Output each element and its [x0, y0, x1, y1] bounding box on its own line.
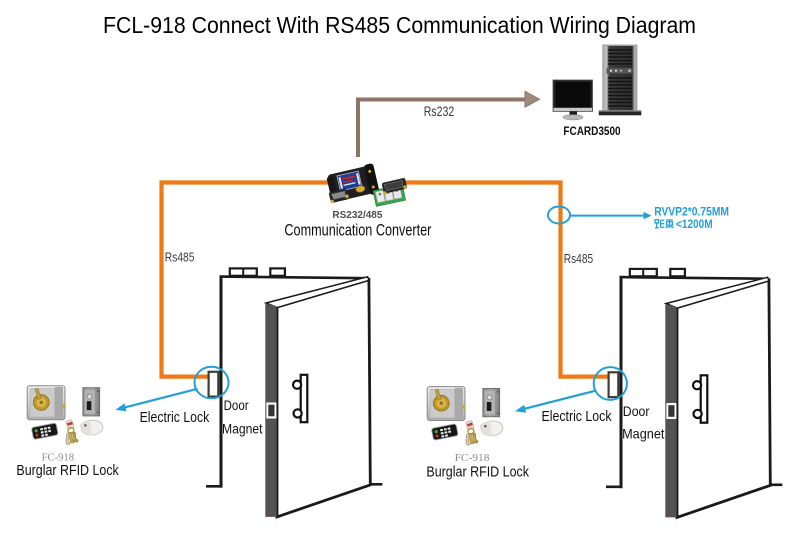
- svg-text:Magnet: Magnet: [622, 425, 664, 441]
- svg-text:Rs485: Rs485: [564, 251, 593, 266]
- svg-text:FC-918: FC-918: [42, 451, 75, 463]
- svg-text:Communication Converter: Communication Converter: [284, 221, 431, 239]
- svg-text:Magnet: Magnet: [222, 421, 263, 437]
- svg-text:<1200M: <1200M: [676, 217, 713, 231]
- svg-text:Rs485: Rs485: [165, 249, 195, 264]
- svg-text:FC-918: FC-918: [455, 452, 490, 464]
- svg-text:Electric Lock: Electric Lock: [140, 409, 210, 426]
- svg-text:Rs232: Rs232: [424, 103, 455, 119]
- svg-text:Burglar RFID Lock: Burglar RFID Lock: [426, 465, 529, 481]
- svg-text:FCARD3500: FCARD3500: [563, 124, 620, 138]
- svg-text:RVVP2*0.75MM: RVVP2*0.75MM: [654, 204, 729, 218]
- svg-text:FCL-918 Connect With RS485 Com: FCL-918 Connect With RS485 Communication…: [103, 12, 696, 38]
- svg-text:Burglar RFID Lock: Burglar RFID Lock: [16, 463, 119, 479]
- svg-text:RS232/485: RS232/485: [332, 209, 382, 221]
- svg-text:Electric Lock: Electric Lock: [542, 408, 612, 425]
- svg-text:Door: Door: [623, 403, 650, 419]
- svg-text:Door: Door: [224, 397, 249, 413]
